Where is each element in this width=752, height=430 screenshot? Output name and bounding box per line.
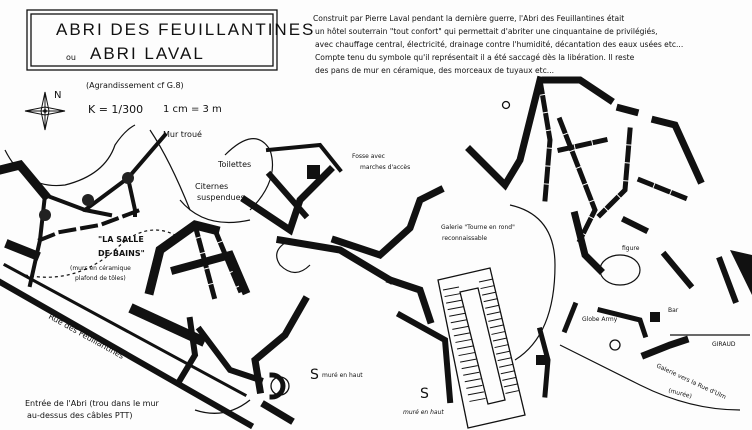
stair-tread: [461, 365, 478, 370]
stair-tread: [455, 338, 472, 343]
stair-tread: [456, 345, 474, 350]
stair-tread: [503, 383, 518, 388]
stair-tread: [452, 325, 469, 330]
stair-tread: [480, 285, 495, 290]
stair-tread: [496, 350, 511, 355]
label-galerie-2: reconnaissable: [442, 235, 487, 242]
label-globe-army: Globe Army: [582, 316, 618, 323]
description-line: avec chauffage central, électricité, dra…: [315, 40, 683, 49]
title-cartouche: ABRI DES FEUILLANTINES ou ABRI LAVAL: [26, 9, 315, 71]
map-title-prefix: ou: [66, 53, 76, 62]
stair-tread: [444, 293, 461, 298]
stair-tread: [494, 344, 509, 349]
telephone-icon: [501, 100, 511, 110]
stair-tread: [442, 286, 460, 291]
stair-tread: [450, 319, 467, 324]
stair-tread: [497, 357, 512, 362]
label-entree-1: Entrée de l'Abri (trou dans le mur: [25, 398, 160, 408]
stair-tread: [469, 397, 486, 402]
stair-tread: [500, 370, 515, 375]
stair-tread: [499, 363, 514, 368]
map-title-line1: ABRI DES FEUILLANTINES: [56, 20, 315, 39]
description-line: Compte tenu du symbole qu'il représentai…: [315, 53, 635, 62]
stair-tread: [482, 291, 497, 296]
label-bar: Bar: [668, 307, 679, 314]
label-fosse-1: Fosse avec: [352, 153, 385, 160]
central-rooms: [128, 138, 395, 385]
label-s2: S: [420, 386, 429, 402]
label-giraud: GIRAUD: [712, 341, 736, 348]
stair-tread: [485, 304, 500, 309]
stair-tread: [458, 352, 475, 357]
north-label: N: [54, 90, 61, 101]
stair-tread: [449, 312, 466, 317]
scale-ratio: K = 1/300: [88, 103, 143, 116]
stair-tread: [491, 330, 506, 335]
entrance-corridor: [251, 185, 445, 425]
label-figure: figure: [622, 245, 640, 252]
stair-tread: [460, 358, 477, 363]
description-text: Construit par Pierre Laval pendant la de…: [313, 14, 683, 75]
stair-tread: [467, 391, 484, 396]
map-subtitle: (Agrandissement cf G.8): [86, 81, 184, 90]
map-title-line2: ABRI LAVAL: [90, 44, 205, 63]
description-line: des pans de mur en céramique, des morcea…: [315, 66, 554, 75]
description-line: un hôtel souterrain "tout confort" qui p…: [315, 27, 658, 36]
stair-tread: [483, 298, 498, 303]
label-citernes-1: Citernes: [195, 182, 228, 191]
stair-tread: [446, 299, 463, 304]
label-salle-de-bains-2: DE BAINS": [98, 249, 145, 258]
label-salle-note-1: (murs en céramique: [70, 265, 131, 272]
label-salle-de-bains-1: "LA SALLE: [98, 235, 144, 244]
stair-tread: [464, 378, 481, 383]
label-citernes-2: suspendues: [197, 193, 245, 202]
east-galleries: [559, 103, 752, 411]
label-s1-note: muré en haut: [322, 372, 363, 379]
street-rue-des-feuillantines: [0, 262, 255, 430]
label-galerie-1: Galerie "Tourne en rond": [441, 224, 515, 231]
stair-tread: [466, 384, 483, 389]
west-galleries: [0, 124, 191, 288]
stair-tread: [486, 311, 501, 316]
stair-tread: [453, 332, 470, 337]
staircase-block: [395, 267, 551, 429]
stair-tread: [447, 306, 464, 311]
compass-rose-icon: [24, 91, 66, 131]
stair-tread: [489, 324, 504, 329]
stair-tread: [492, 337, 508, 342]
entrance-arrow-icon: [194, 399, 251, 414]
label-fosse-2: marches d'accès: [360, 164, 410, 171]
label-salle-note-2: plafond de tôles): [75, 275, 126, 282]
stair-tread: [463, 371, 480, 376]
label-s1: S: [310, 367, 319, 383]
scale-equivalence: 1 cm = 3 m: [163, 104, 222, 115]
description-line: Construit par Pierre Laval pendant la de…: [313, 14, 624, 23]
stair-tread: [478, 278, 494, 283]
stair-tread: [505, 389, 520, 394]
label-mur-troue: Mur troué: [163, 129, 202, 139]
street-label: Rue des Feuillantines: [47, 312, 126, 361]
stair-tread: [488, 317, 503, 322]
label-entree-2: au-dessus des câbles PTT): [27, 411, 133, 420]
label-toilettes: Toilettes: [217, 160, 251, 169]
label-s2-note: muré en haut: [403, 409, 444, 416]
galerie-tourne-en-rond: [465, 75, 615, 361]
stair-tread: [502, 376, 517, 381]
